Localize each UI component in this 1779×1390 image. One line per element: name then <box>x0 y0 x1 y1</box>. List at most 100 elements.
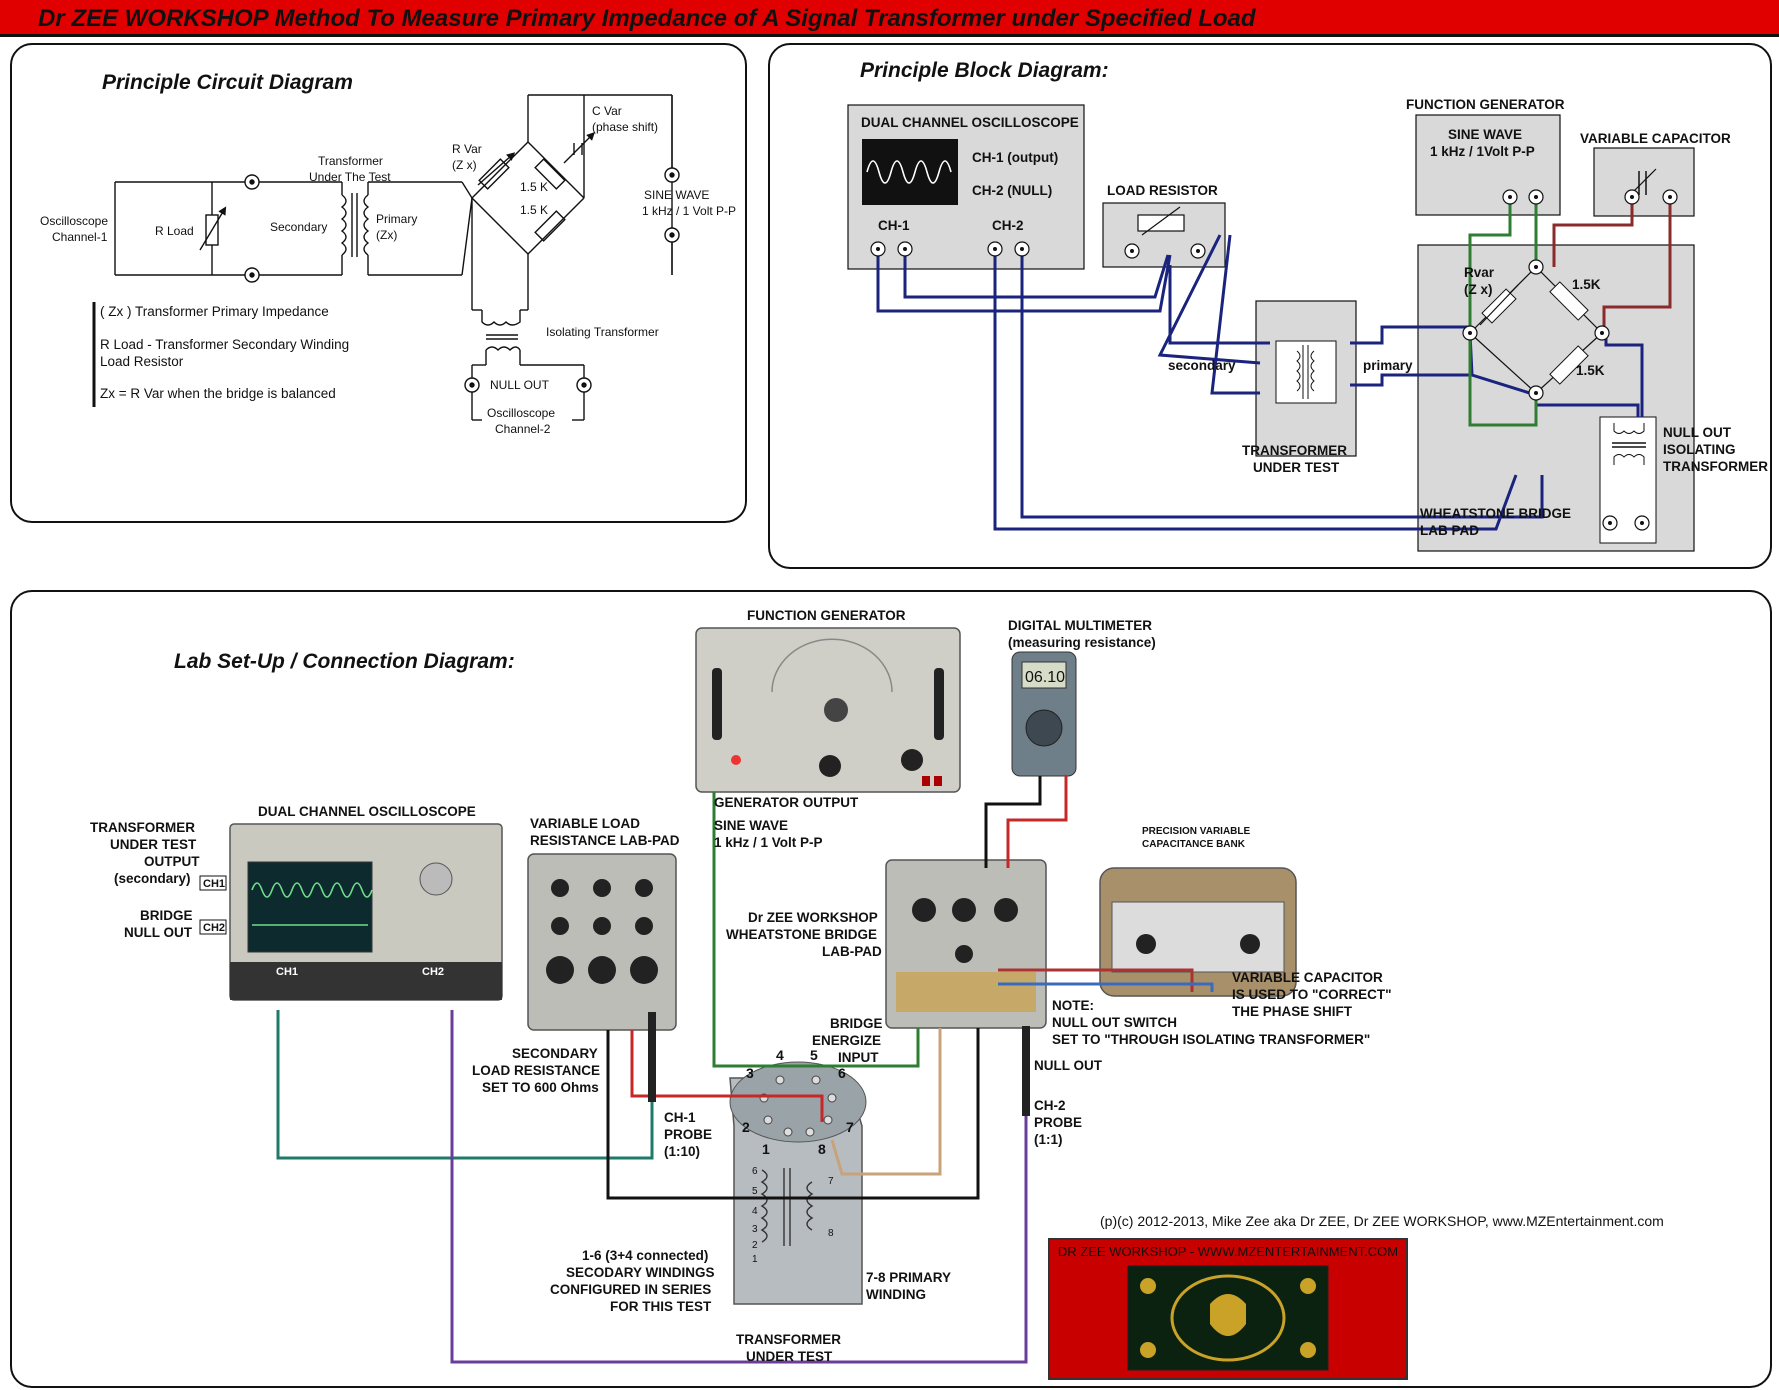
lab-tut-output-3: OUTPUT <box>144 854 200 869</box>
block-fg-freq: 1 kHz / 1Volt P-P <box>1430 144 1535 159</box>
lab-note-1: NOTE: <box>1052 998 1094 1013</box>
copyright: (p)(c) 2012-2013, Mike Zee aka Dr ZEE, D… <box>1100 1213 1664 1229</box>
lab-cap-bank-1: PRECISION VARIABLE <box>1142 826 1250 837</box>
lab-bridge-pad-2: WHEATSTONE BRIDGE <box>726 927 877 942</box>
block-r1: 1.5K <box>1572 277 1601 292</box>
lab-tut-output-2: UNDER TEST <box>110 837 197 852</box>
r-var-label-1: R Var <box>452 142 482 156</box>
svg-text:8: 8 <box>828 1228 834 1239</box>
block-var-cap: VARIABLE CAPACITOR <box>1580 131 1731 146</box>
lab-scope-ch2: CH2 <box>422 966 444 978</box>
lab-scope-title: DUAL CHANNEL OSCILLOSCOPE <box>258 804 476 819</box>
block-ch1: CH-1 <box>878 218 910 233</box>
isolating-label: Isolating Transformer <box>546 325 659 339</box>
lab-windings-3: CONFIGURED IN SERIES <box>550 1282 711 1297</box>
lab-null-out: NULL OUT <box>1034 1058 1103 1073</box>
lab-tut-2: UNDER TEST <box>746 1349 833 1364</box>
lab-tut-output-4: (secondary) <box>114 871 191 886</box>
primary-label-2: (Zx) <box>376 228 397 242</box>
lab-gen-output: GENERATOR OUTPUT <box>714 795 859 810</box>
lab-ch2-probe-2: PROBE <box>1034 1115 1082 1130</box>
lab-bridge-pad-3: LAB-PAD <box>822 944 882 959</box>
block-fg-title: FUNCTION GENERATOR <box>1406 97 1565 112</box>
block-null-iso-3: TRANSFORMER <box>1663 459 1768 474</box>
page-title: Dr ZEE WORKSHOP Method To Measure Primar… <box>38 5 1256 32</box>
lab-bridge-pad-1: Dr ZEE WORKSHOP <box>748 910 878 925</box>
lab-var-load-2: RESISTANCE LAB-PAD <box>530 833 680 848</box>
workshop-logo <box>1127 1265 1329 1371</box>
note-zx: ( Zx ) Transformer Primary Impedance <box>100 304 329 319</box>
block-null-iso-2: ISOLATING <box>1663 442 1736 457</box>
lab-dmm-2: (measuring resistance) <box>1008 635 1156 650</box>
osc-ch2-label-2: Channel-2 <box>495 422 551 436</box>
block-bridge-2: LAB PAD <box>1420 523 1479 538</box>
lab-ch2-probe-1: CH-2 <box>1034 1098 1066 1113</box>
block-rvar-2: (Z x) <box>1464 282 1493 297</box>
block-secondary: secondary <box>1168 358 1236 373</box>
primary-label-1: Primary <box>376 212 417 226</box>
lab-ch1-probe-3: (1:10) <box>664 1144 700 1159</box>
lab-var-cap-1: VARIABLE CAPACITOR <box>1232 970 1383 985</box>
block-ch2: CH-2 <box>992 218 1024 233</box>
footer-banner-text: DR ZEE WORKSHOP - WWW.MZENTERTAINMENT.CO… <box>1057 1244 1399 1259</box>
block-tut-2: UNDER TEST <box>1253 460 1340 475</box>
pin-7: 7 <box>846 1119 854 1135</box>
lab-windings-2: SECODARY WINDINGS <box>566 1265 715 1280</box>
lab-windings-4: FOR THIS TEST <box>610 1299 712 1314</box>
lab-ch1-probe-1: CH-1 <box>664 1110 696 1125</box>
block-r2: 1.5K <box>1576 363 1605 378</box>
lab-primary-winding-1: 7-8 PRIMARY <box>866 1270 951 1285</box>
tut-label-1: Transformer <box>318 154 383 168</box>
block-primary: primary <box>1363 358 1413 373</box>
pin-4: 4 <box>776 1047 784 1063</box>
osc-ch1-label-2: Channel-1 <box>52 230 108 244</box>
title-bar: Dr ZEE WORKSHOP Method To Measure Primar… <box>0 0 1779 37</box>
tut-label-2: Under The Test <box>309 170 391 184</box>
pin-6: 6 <box>838 1065 846 1081</box>
lab-dmm-1: DIGITAL MULTIMETER <box>1008 618 1152 633</box>
lab-var-cap-3: THE PHASE SHIFT <box>1232 1004 1353 1019</box>
lab-primary-winding-2: WINDING <box>866 1287 926 1302</box>
pin-2: 2 <box>742 1119 750 1135</box>
svg-text:4: 4 <box>752 1206 758 1217</box>
lab-ch2-probe-3: (1:1) <box>1034 1132 1063 1147</box>
svg-text:1: 1 <box>752 1254 758 1265</box>
circuit-schematic: Oscilloscope Channel-1 R Load Secondary … <box>40 94 736 436</box>
lab-sine-1: SINE WAVE <box>714 818 788 833</box>
lab-sec-load-1: SECONDARY <box>512 1046 598 1061</box>
block-ch1-output: CH-1 (output) <box>972 150 1058 165</box>
lab-sec-load-2: LOAD RESISTANCE <box>472 1063 600 1078</box>
lab-energize-2: ENERGIZE <box>812 1033 881 1048</box>
c-var-label-1: C Var <box>592 104 622 118</box>
lab-note-2: NULL OUT SWITCH <box>1052 1015 1177 1030</box>
lab-tut-1: TRANSFORMER <box>736 1332 841 1347</box>
sine-label-1: SINE WAVE <box>644 188 709 202</box>
lab-var-cap-2: IS USED TO "CORRECT" <box>1232 987 1392 1002</box>
lab-ch2-tag: CH2 <box>203 922 225 934</box>
osc-ch2-label-1: Oscilloscope <box>487 406 555 420</box>
c-var-label-2: (phase shift) <box>592 120 658 134</box>
r-var-label-2: (Z x) <box>452 158 477 172</box>
lab-windings-1: 1-6 (3+4 connected) <box>582 1248 708 1263</box>
svg-text:2: 2 <box>752 1240 758 1251</box>
secondary-label: Secondary <box>270 220 327 234</box>
circuit-panel: Principle Circuit Diagram <box>10 43 747 523</box>
r-load-label: R Load <box>155 224 194 238</box>
sine-label-2: 1 kHz / 1 Volt P-P <box>642 204 736 218</box>
lab-tut-output-1: TRANSFORMER <box>90 820 195 835</box>
pin-1: 1 <box>762 1141 770 1157</box>
lab-note-3: SET TO "THROUGH ISOLATING TRANSFORMER" <box>1052 1032 1370 1047</box>
svg-text:7: 7 <box>828 1176 834 1187</box>
lab-sine-2: 1 kHz / 1 Volt P-P <box>714 835 823 850</box>
lab-scope-ch1: CH1 <box>276 966 298 978</box>
block-scope-title: DUAL CHANNEL OSCILLOSCOPE <box>861 115 1079 130</box>
lab-ch1-tag: CH1 <box>203 878 225 890</box>
svg-text:6: 6 <box>752 1166 758 1177</box>
lab-var-load-1: VARIABLE LOAD <box>530 816 640 831</box>
lab-sec-load-3: SET TO 600 Ohms <box>482 1080 599 1095</box>
footer-banner: DR ZEE WORKSHOP - WWW.MZENTERTAINMENT.CO… <box>1048 1238 1408 1380</box>
block-tut-1: TRANSFORMER <box>1242 443 1347 458</box>
lab-energize-3: INPUT <box>838 1050 879 1065</box>
svg-text:5: 5 <box>752 1186 758 1197</box>
block-ch2-null: CH-2 (NULL) <box>972 183 1052 198</box>
